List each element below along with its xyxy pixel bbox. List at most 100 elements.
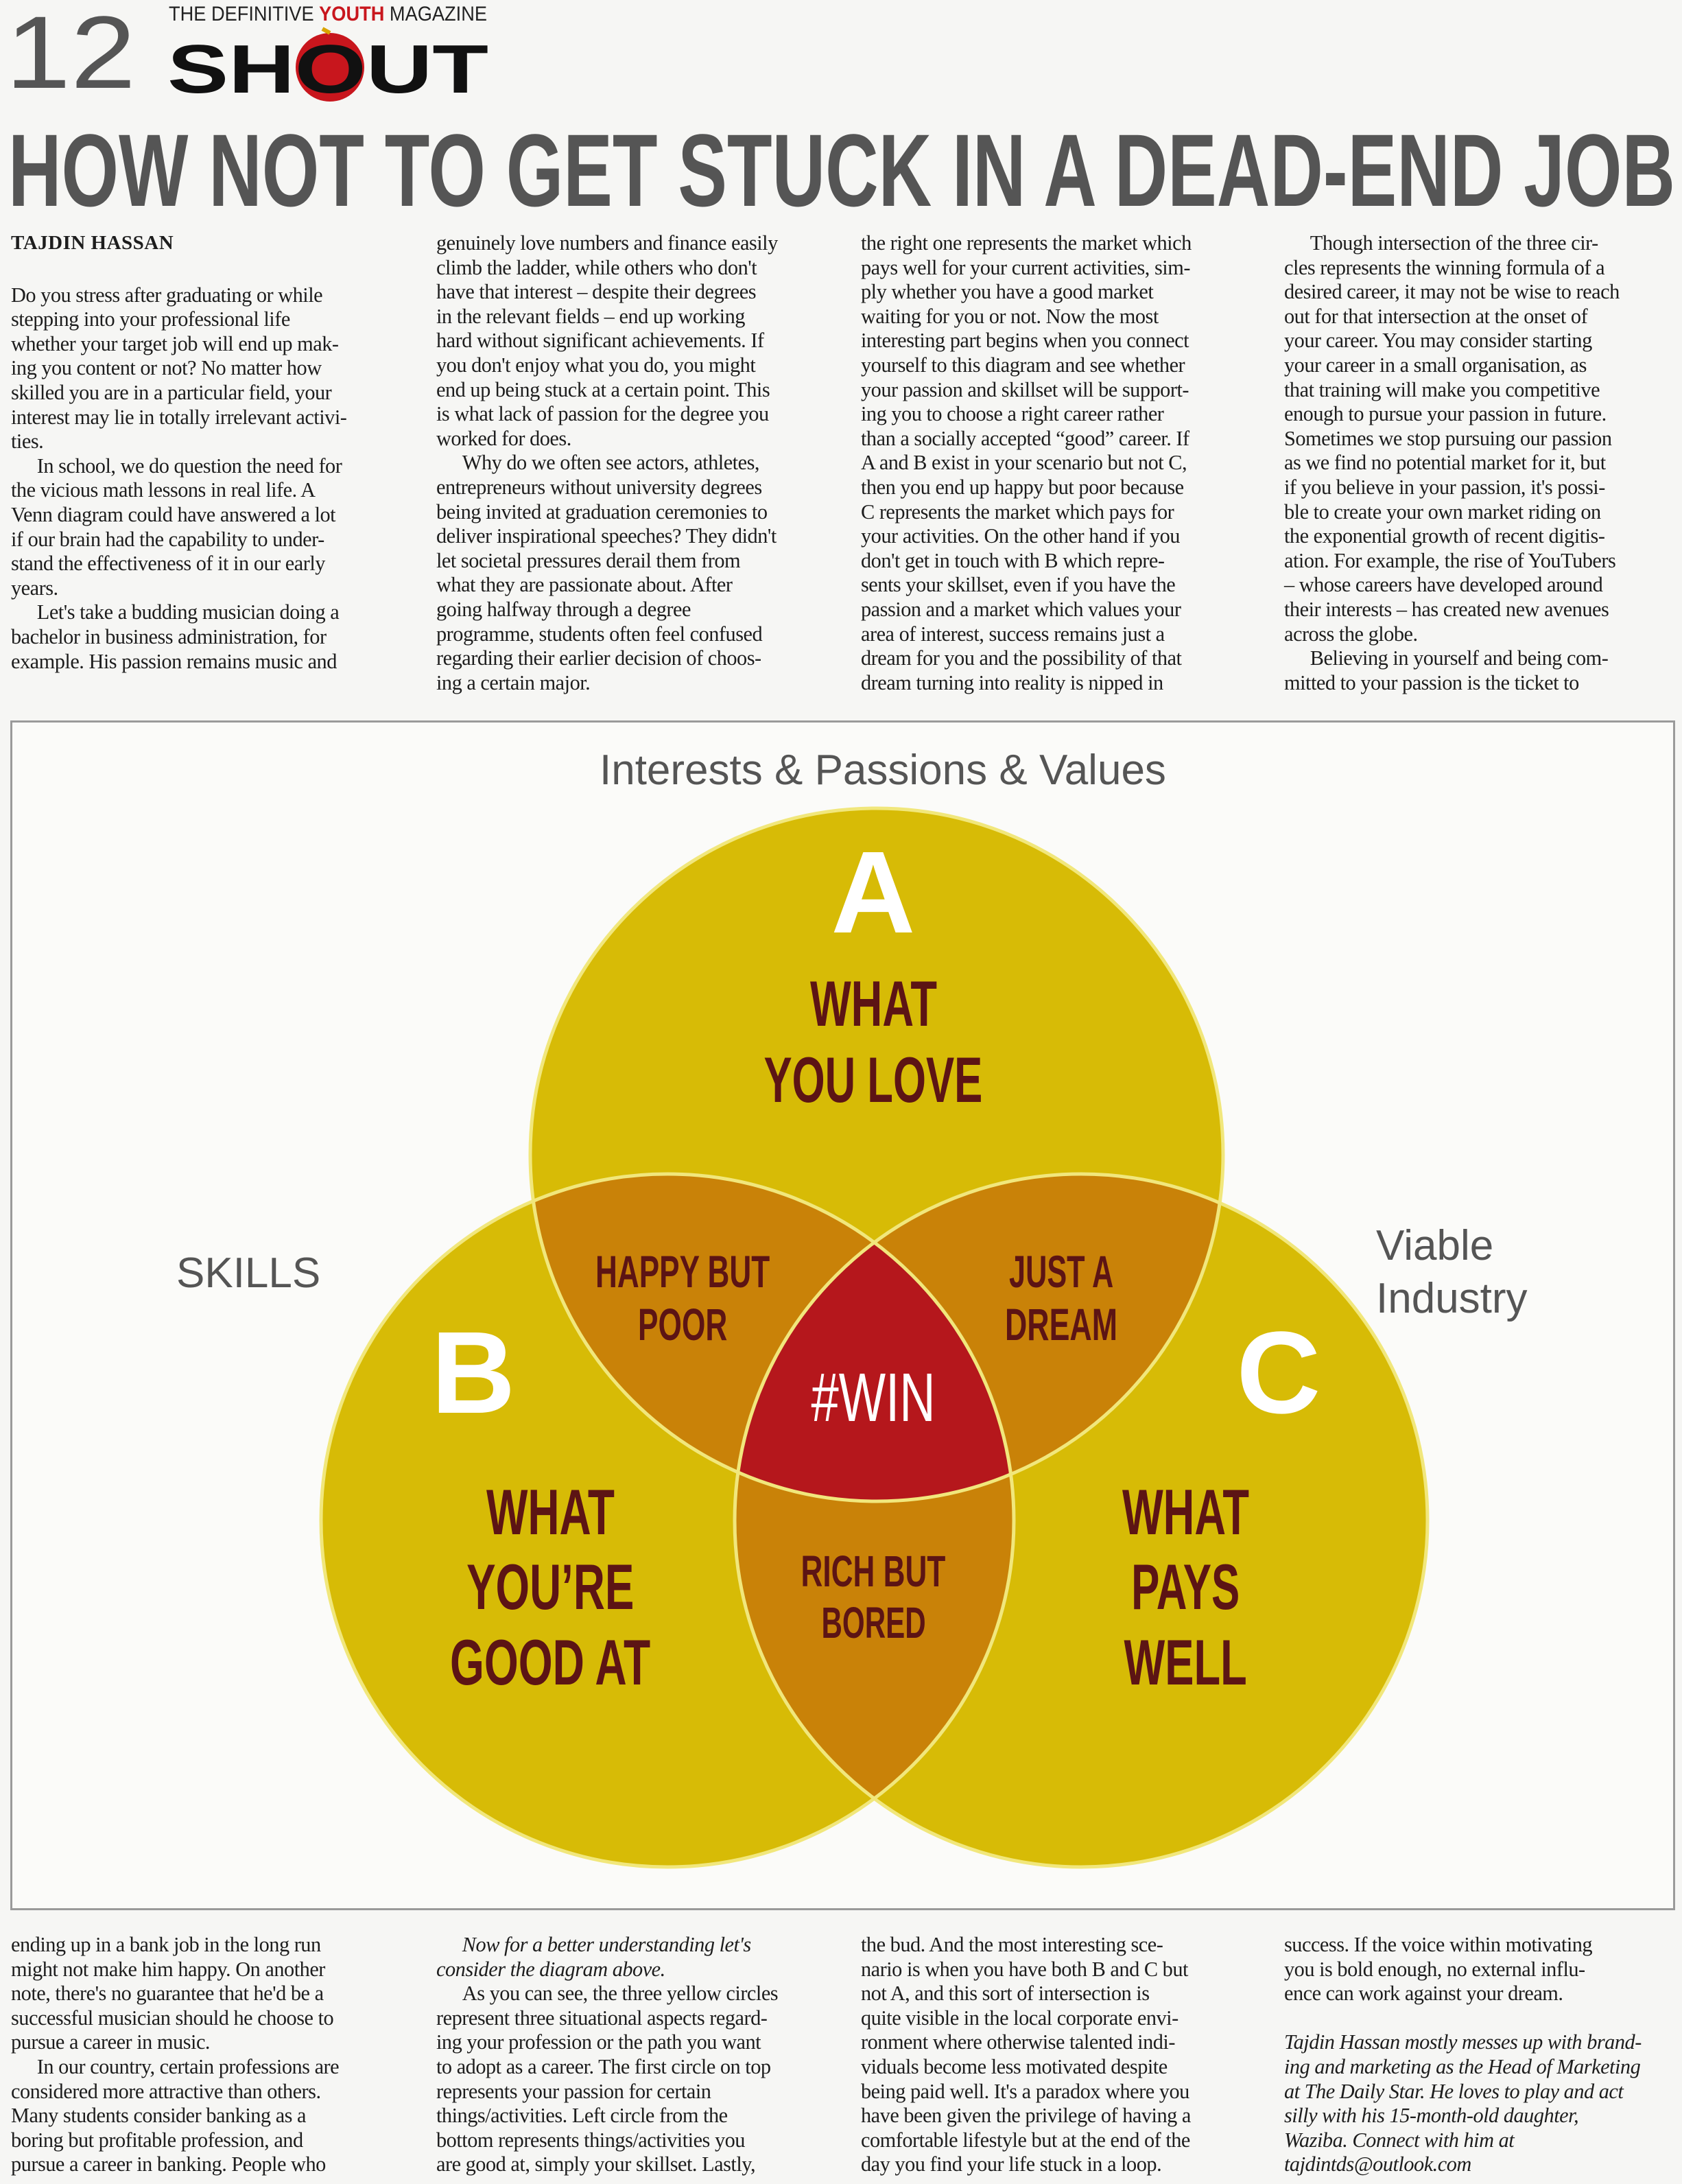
article-line: your career in a small organisation, as [1284,353,1587,377]
article-line: pays well for your current activities, s… [861,255,1190,279]
logo-target-icon [296,27,364,102]
diagram-title: Interests & Passions & Values [600,747,1166,795]
article-line: Why do we often see actors, athletes, [462,451,760,475]
article-line: end up being stuck at a certain point. T… [436,377,770,401]
ab-label-1: HAPPY BUT [595,1245,770,1297]
headline-wrap: HOW NOT TO GET STUCK IN A DEAD-END JOB [8,113,1675,228]
letter-c: C [1236,1308,1321,1439]
article-line: Many students consider banking as a [11,2104,307,2128]
author-bio-line: tajdintds@outlook.com [1284,2152,1471,2176]
article-line: desired career, it may not be wise to re… [1284,280,1620,304]
article-line: you don't enjoy what you do, you might [436,353,756,377]
article-line: cles represents the winning formula of a [1284,255,1605,279]
ac-label-1: JUST A [1009,1245,1114,1297]
article-line: Believing in yourself and being com- [1310,646,1609,670]
article-line: don't get in touch with B which repre- [861,548,1165,572]
b-label-1: WHAT [486,1476,615,1549]
author-bio-line: Waziba. Connect with him at [1284,2128,1515,2152]
letter-b: B [431,1308,516,1439]
article-line: the exponential growth of recent digitis… [1284,524,1605,548]
article-line: are good at, simply your skillset. Lastl… [436,2152,756,2176]
article-line: ing you to choose a right career rather [861,402,1164,426]
article-line: stepping into your professional life [11,307,290,331]
bc-label-2: BORED [821,1597,926,1647]
article-line: things/activities. Left circle from the [436,2104,728,2128]
article-line: interest may lie in totally irrelevant a… [11,405,347,429]
c-label-3: WELL [1124,1626,1247,1699]
a-label-2: YOU LOVE [763,1044,983,1116]
article-line: genuinely love numbers and finance easil… [436,231,778,255]
article-line: C represents the market which pays for [861,500,1174,524]
ac-label-2: DREAM [1005,1298,1117,1350]
author-bio-line: at The Daily Star. He loves to play and … [1284,2079,1624,2103]
article-line: across the globe. [1284,622,1418,646]
article-line: bottom represents things/activities you [436,2128,745,2152]
article-line: pursue a career in banking. People who [11,2152,326,2176]
article-line: represent three situational aspects rega… [436,2006,768,2030]
article-line: ing your profession or the path you want [436,2030,761,2054]
article-line: consider the diagram above. [436,1957,665,1981]
article-line: As you can see, the three yellow circles [462,1982,779,2006]
article-line: passion and a market which values your [861,597,1181,621]
article-line: ble to create your own market riding on [1284,500,1601,524]
article-line: ply whether you have a good market [861,280,1154,304]
article-line: programme, students often feel confused [436,622,763,646]
article-line: successful musician should he choose to [11,2006,334,2030]
region-abc [737,1242,1011,1501]
article-line: entrepreneurs without university degrees [436,475,762,499]
article-line: out for that intersection at the onset o… [1284,304,1588,328]
c-label-1: WHAT [1122,1476,1249,1549]
article-line: might not make him happy. On another [11,1957,325,1981]
article-line: dream for you and the possibility of tha… [861,646,1182,670]
article-line: if our brain had the capability to under… [11,527,324,551]
article-line: their interests – has created new avenue… [1284,597,1609,621]
circle-outlines [319,806,1430,1869]
article-line: day you find your life stuck in a loop. [861,2152,1162,2176]
article-line: regarding their earlier decision of choo… [436,646,761,670]
article-line: ation. For example, the rise of YouTuber… [1284,548,1616,572]
article-line: boring but profitable profession, and [11,2128,303,2152]
shout-logo: SHOUT [167,31,488,108]
b-label-2: YOU’RE [466,1551,635,1623]
article-line: to adopt as a career. The first circle o… [436,2054,771,2078]
article-line: area of interest, success remains just a [861,622,1165,646]
article-line: climb the ladder, while others who don't [436,255,757,279]
article-line: enough to pursue your passion in future. [1284,402,1607,426]
article-line: worked for does. [436,426,571,450]
article-line: nario is when you have both B and C but [861,1957,1188,1981]
top-column-1: TAJDIN HASSAN Do you stress after gradua… [11,231,405,674]
article-line: Though intersection of the three cir- [1310,231,1598,255]
article-line: deliver inspirational speeches? They did… [436,524,777,548]
article-line: pursue a career in music. [11,2030,211,2054]
article-line: ing a certain major. [436,670,591,694]
article-line: In school, we do question the need for [36,454,342,478]
headline: HOW NOT TO GET STUCK IN A DEAD-END JOB [8,113,1675,228]
article-line: sents your skillset, even if you have th… [861,573,1176,597]
author-bio-line: Tajdin Hassan mostly messes up with bran… [1284,2030,1642,2054]
article-line: In our country, certain professions are [36,2054,340,2078]
a-label-1: WHAT [809,967,937,1040]
article-line: interesting part begins when you connect [861,329,1189,353]
b-label-3: GOOD AT [450,1626,651,1699]
article-line: ing you content or not? No matter how [11,356,322,380]
article-line: your career. You may consider starting [1284,329,1592,353]
article-line: that training will make you competitive [1284,377,1600,401]
article-line: what they are passionate about. After [436,573,733,597]
article-line: skilled you are in a particular field, y… [11,380,332,404]
article-line: stand the effectiveness of it in our ear… [11,552,325,576]
article-line: Venn diagram could have answered a lot [11,502,336,526]
article-line: considered more attractive than others. [11,2079,321,2103]
article-line: is what lack of passion for the degree y… [436,402,769,426]
venn-diagram [10,720,1675,1910]
venn-diagram-svg [319,806,1430,1869]
article-line: the vicious math lessons in real life. A [11,478,316,502]
article-line: Do you stress after graduating or while [11,283,323,307]
win-label: #WIN [811,1359,936,1436]
skills-label: SKILLS [176,1249,321,1298]
article-line: in the relevant fields – end up working [436,304,745,328]
bc-label-1: RICH BUT [801,1546,946,1596]
page-number: 12 [5,0,136,110]
letter-a: A [831,827,916,959]
